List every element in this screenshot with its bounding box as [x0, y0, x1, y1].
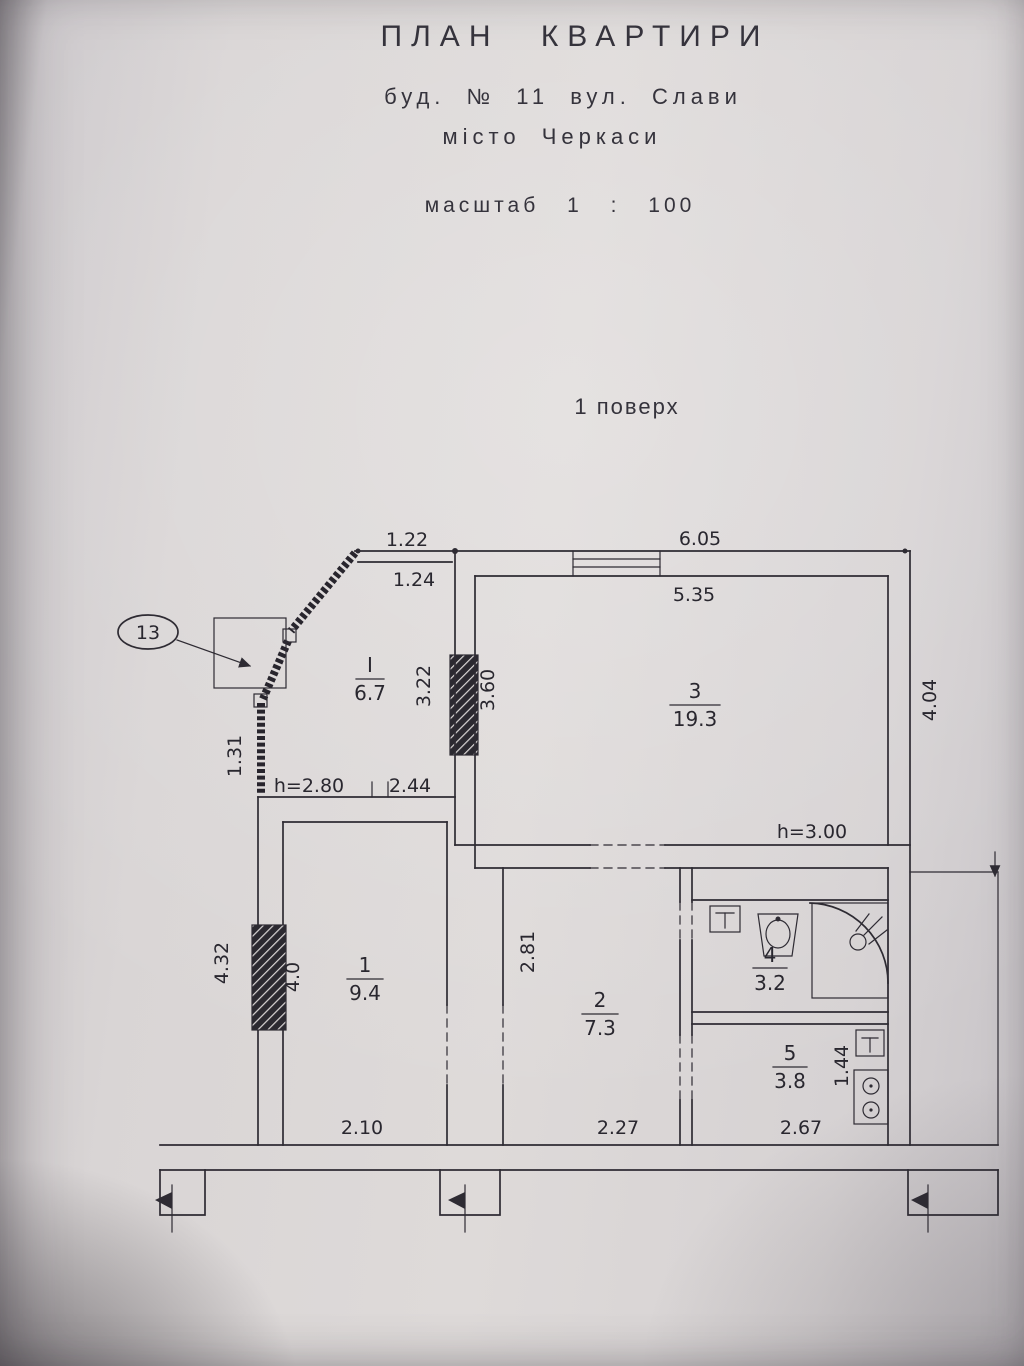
shower-icon	[809, 902, 889, 999]
dim-1-24: 1.24	[393, 569, 435, 591]
room-2-label: 2 7.3	[581, 988, 619, 1040]
room-4-label: 4 3.2	[752, 943, 788, 995]
pier-right	[907, 1169, 999, 1216]
floor-label: 1 поверх	[574, 394, 680, 419]
room-5-label: 5 3.8	[772, 1041, 808, 1093]
bathroom-fixtures	[709, 902, 889, 999]
scale-label: масштаб 1 : 100	[424, 194, 696, 217]
sink-icon	[757, 913, 799, 957]
callout-13-label: 13	[136, 622, 160, 644]
room-4-area: 3.2	[754, 971, 786, 995]
stove-icon	[853, 1069, 889, 1125]
kitchen-fixtures	[853, 1029, 889, 1125]
window-room1-left	[251, 924, 287, 1031]
balcony-window-middle	[259, 639, 292, 701]
section-mark	[155, 1184, 173, 1233]
room-3-label: 3 19.3	[669, 679, 721, 731]
glazing-joint	[282, 628, 297, 643]
room-3-number: 3	[689, 679, 702, 703]
pier-middle	[439, 1169, 501, 1216]
section-mark	[448, 1184, 466, 1233]
section-mark	[911, 1184, 929, 1233]
dim-1-44: 1.44	[831, 1045, 853, 1087]
dim-4-04: 4.04	[919, 679, 941, 721]
address-line-2: місто Черкаси	[442, 124, 662, 149]
dim-2-10: 2.10	[341, 1117, 383, 1139]
window-room3-top	[572, 550, 661, 577]
pier-left	[159, 1169, 206, 1216]
room-1-area: 9.4	[349, 981, 381, 1005]
dim-1-22: 1.22	[386, 529, 428, 551]
dim-2-81: 2.81	[517, 931, 539, 973]
dim-2-67: 2.67	[780, 1117, 822, 1139]
dim-3-60: 3.60	[477, 669, 499, 711]
dim-h-2-80: h=2.80	[274, 775, 344, 797]
outer-walls	[159, 550, 1001, 1216]
dim-4-0: 4.0	[282, 962, 304, 992]
room-balcony-number: І	[367, 653, 373, 677]
dimension-labels: 1.22 1.24 6.05 5.35 3.22 3.60 4.04 1.31 …	[211, 528, 941, 1139]
room-2-number: 2	[594, 988, 607, 1012]
room-2-area: 7.3	[584, 1016, 616, 1040]
room-5-number: 5	[784, 1041, 797, 1065]
room-3-area: 19.3	[673, 707, 718, 731]
dim-2-27: 2.27	[597, 1117, 639, 1139]
room-balcony-area: 6.7	[354, 681, 386, 705]
glazing-joint	[253, 693, 268, 708]
plan-title: ПЛАН КВАРТИРИ	[380, 20, 770, 53]
room-4-number: 4	[764, 943, 777, 967]
section-marks	[155, 1184, 929, 1233]
dim-1-31: 1.31	[224, 735, 246, 777]
room-5-area: 3.8	[774, 1069, 806, 1093]
room-balcony-label: І 6.7	[354, 653, 386, 705]
interior-walls	[257, 550, 911, 1146]
balcony-window-upper	[287, 550, 359, 634]
address-line-1: буд. № 11 вул. Слави	[384, 84, 742, 109]
dim-2-44: 2.44	[389, 775, 431, 797]
dimension-ticks	[355, 548, 908, 554]
heater-icon	[855, 1029, 885, 1057]
room-1-label: 1 9.4	[346, 953, 384, 1005]
dim-4-32: 4.32	[211, 942, 233, 984]
dim-5-35: 5.35	[673, 584, 715, 606]
dim-6-05: 6.05	[679, 528, 721, 550]
callout-13: 13	[117, 614, 287, 689]
dim-3-22: 3.22	[413, 665, 435, 707]
towel-rail-icon	[709, 905, 741, 933]
dim-h-3-00: h=3.00	[777, 821, 847, 843]
detail-box	[213, 617, 287, 689]
room-labels: І 6.7 1 9.4 2 7.3 3 19.3 4	[346, 653, 808, 1093]
room-1-number: 1	[359, 953, 372, 977]
